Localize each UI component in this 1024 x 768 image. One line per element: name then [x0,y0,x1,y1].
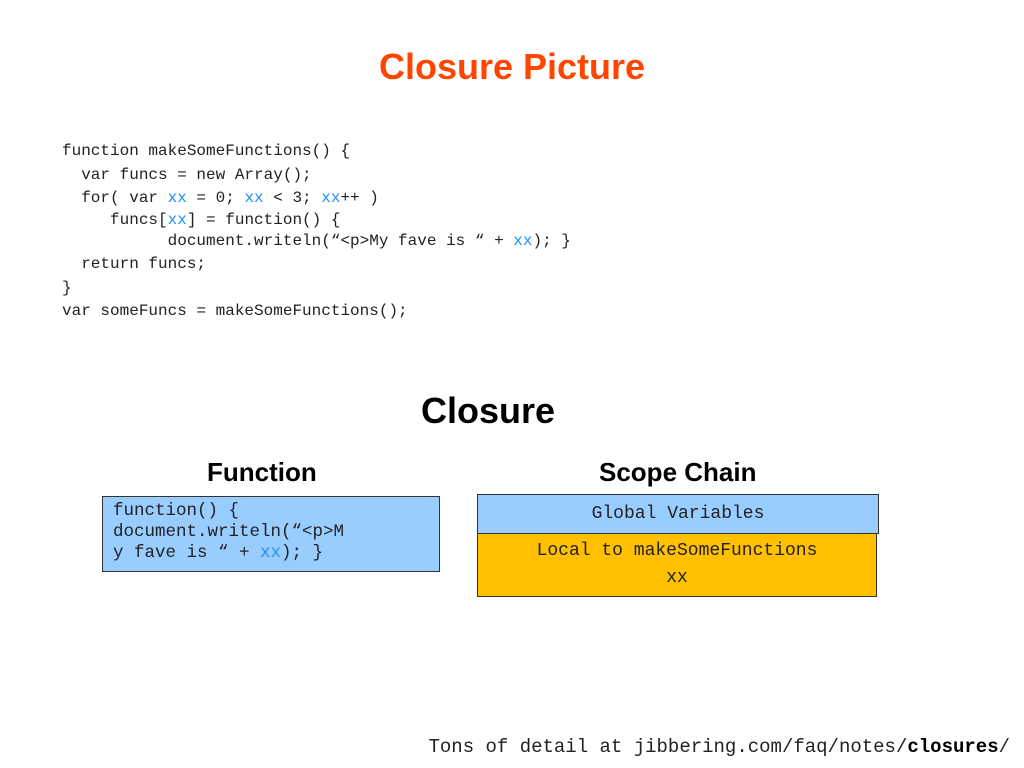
code-text: var funcs = new Array(); [62,165,312,184]
code-text: function makeSomeFunctions() { [62,142,351,160]
scope-local-label: Local to makeSomeFunctions [536,541,818,561]
scope-local-variables: Local to makeSomeFunctions xx [477,533,877,597]
scope-local-var: xx [666,568,688,588]
code-line: document.writeln(“<p>My fave is “ + xx);… [62,230,571,254]
footer-text: / [998,736,1010,758]
code-text: document.writeln(“<p>My fave is “ + [62,231,514,250]
function-box: function() { document.writeln(“<p>M y fa… [102,496,440,572]
code-variable: xx [167,189,187,207]
scope-global-variables: Global Variables [477,494,879,534]
code-variable: xx [244,189,264,207]
code-text: = 0; [186,189,245,207]
scope-global-label: Global Variables [591,504,765,524]
function-box-line: ); } [281,543,324,563]
function-box-line: y fave is “ + [113,543,261,563]
function-box-line: function() { [113,501,240,521]
code-line: var someFuncs = makeSomeFunctions(); [62,300,571,324]
code-line: for( var xx = 0; xx < 3; xx++ ) [62,187,571,211]
code-line: funcs[xx] = function() { [62,211,571,230]
code-text: ++ ) [340,189,379,207]
footer-note: Tons of detail at jibbering.com/faq/note… [428,736,1010,758]
slide-title: Closure Picture [378,46,646,87]
code-text: ); } [532,231,571,250]
code-listing: function makeSomeFunctions() { var funcs… [62,140,571,324]
code-line: return funcs; [62,253,571,277]
closure-heading: Closure [420,390,556,431]
code-text: var someFuncs = makeSomeFunctions(); [62,302,408,320]
code-line: var funcs = new Array(); [62,164,571,188]
footer-bold-text: closures [907,736,999,758]
code-text: return funcs; [62,255,207,273]
code-variable: xx [321,189,341,207]
scope-chain-heading: Scope Chain [599,457,757,487]
code-text: for( var [62,189,168,207]
code-variable: xx [513,231,533,250]
code-text: < 3; [263,189,322,207]
function-box-variable: xx [260,543,282,563]
code-text: ] = function() { [186,210,341,229]
code-line: function makeSomeFunctions() { [62,140,571,164]
code-variable: xx [167,210,187,229]
footer-text: Tons of detail at jibbering.com/faq/note… [428,736,908,758]
code-text: } [62,278,72,297]
function-box-line: document.writeln(“<p>M [113,522,345,542]
code-text: funcs[ [62,210,168,229]
code-line: } [62,277,571,301]
function-heading: Function [207,457,317,487]
